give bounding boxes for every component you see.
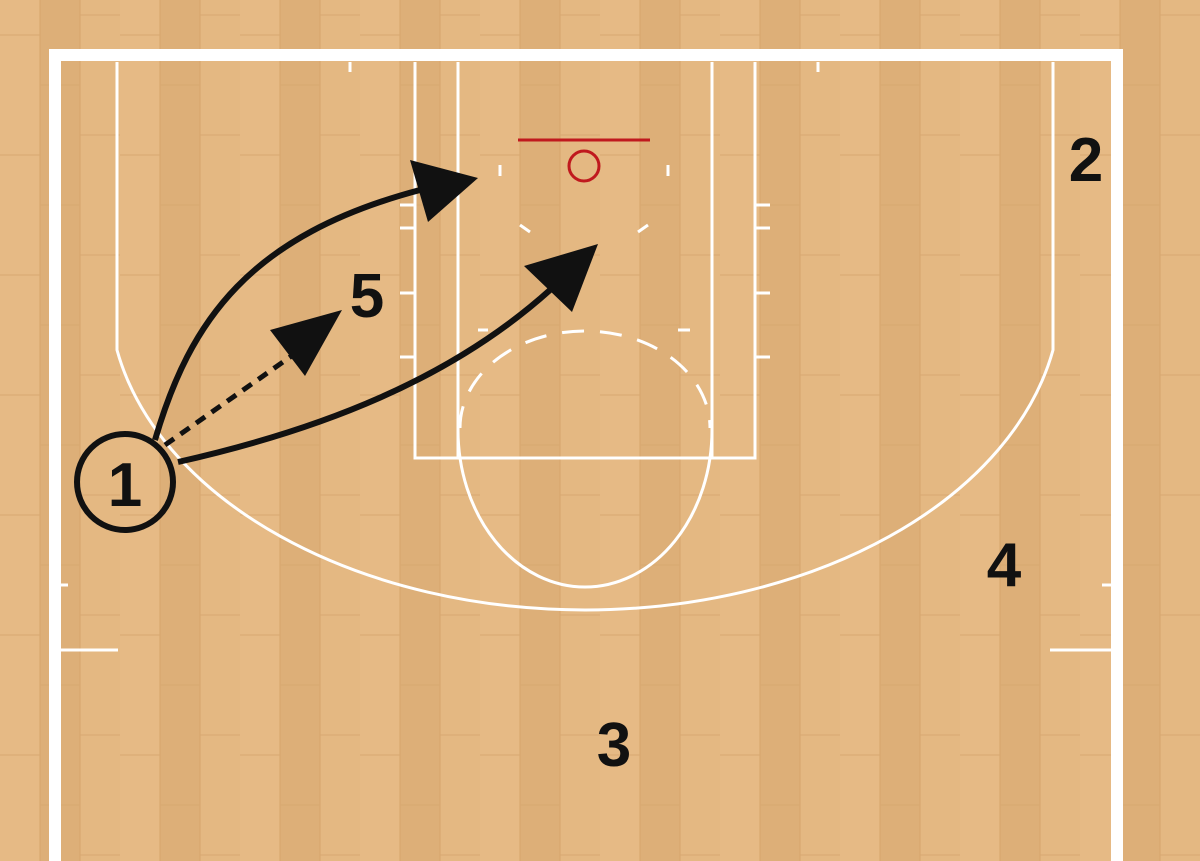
- cut-arrow-to-basket-left: [152, 187, 421, 441]
- lane-outer: [413, 62, 757, 460]
- free-throw-circle-dashed: [458, 329, 712, 429]
- baseline-ticks: [348, 62, 820, 72]
- player-3-label: 3: [597, 711, 631, 780]
- cut-arrowhead-left: [410, 160, 478, 222]
- rim: [567, 149, 601, 183]
- court-boundary: [49, 49, 1123, 861]
- sideline-marks: [55, 583, 1117, 652]
- cut-arrow-to-basket-center: [177, 287, 553, 465]
- lane-hash-marks: [400, 203, 770, 359]
- restricted-area: [478, 165, 690, 332]
- free-throw-circle: [456, 429, 714, 589]
- cut-arrowhead-center: [524, 244, 598, 312]
- player-1-label: 1: [108, 451, 142, 520]
- player-5-label: 5: [350, 262, 384, 331]
- pass-arrowhead: [270, 310, 342, 376]
- player-4-label: 4: [987, 531, 1022, 600]
- three-point-line: [115, 62, 1055, 612]
- pass-arrow-to-5: [163, 347, 302, 448]
- player-2-label: 2: [1069, 126, 1103, 195]
- ball-handler-circle: [74, 431, 176, 533]
